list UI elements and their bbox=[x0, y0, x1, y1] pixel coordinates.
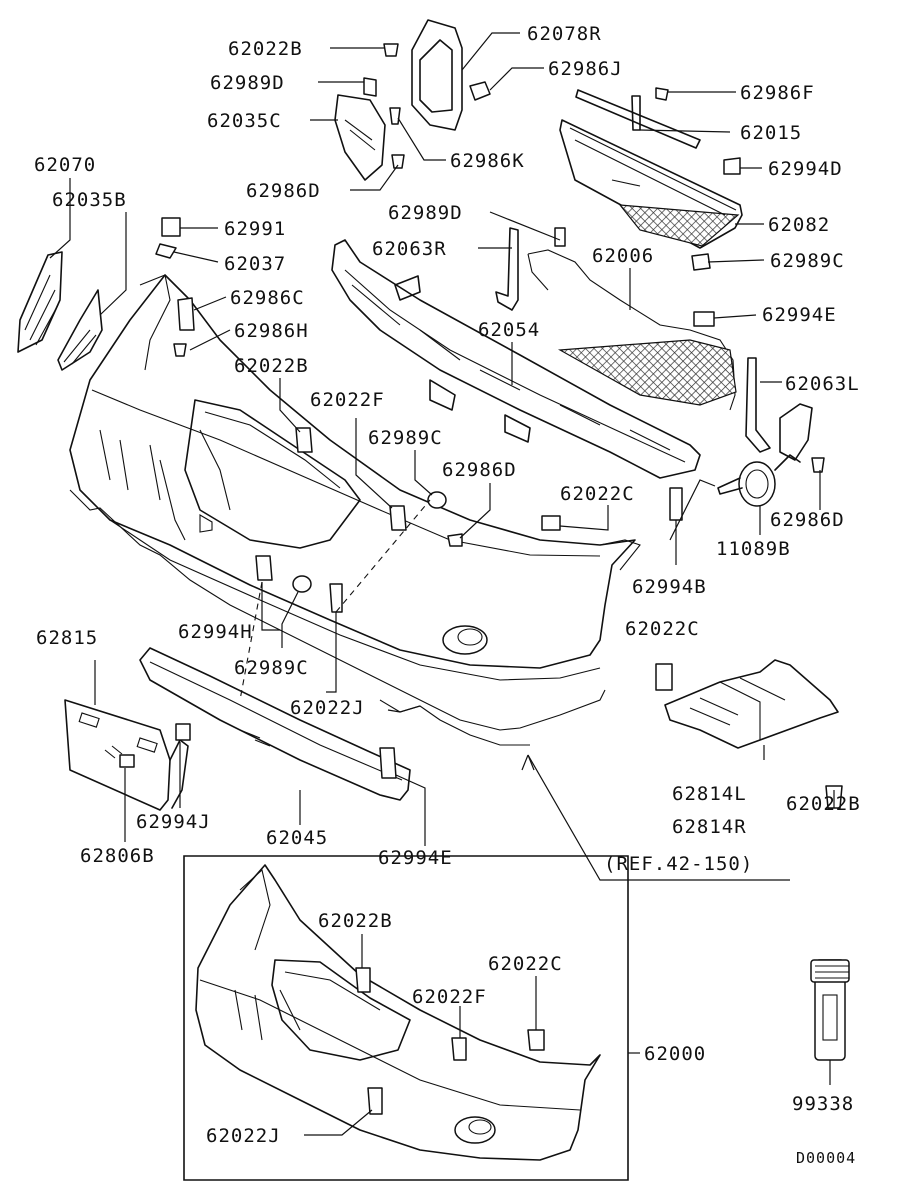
callout-62806b: 62806B bbox=[80, 845, 155, 867]
stiffener-62045 bbox=[139, 647, 411, 801]
callout-62986j: 62986J bbox=[548, 58, 623, 80]
side-bracket-62070 bbox=[17, 251, 63, 353]
bumper-fascia bbox=[69, 274, 641, 681]
callout-62022j: 62022J bbox=[290, 697, 365, 719]
callout-62994b: 62994B bbox=[632, 576, 707, 598]
callout-62989d-top: 62989D bbox=[210, 72, 285, 94]
callout-62015: 62015 bbox=[740, 122, 802, 144]
callout-62022j-inset: 62022J bbox=[206, 1125, 281, 1147]
callout-62022f: 62022F bbox=[310, 389, 385, 411]
grille-liner-62006 bbox=[527, 249, 737, 411]
callout-62006: 62006 bbox=[592, 245, 654, 267]
air-duct-62078r bbox=[411, 19, 463, 131]
license-bracket-62815 bbox=[64, 699, 189, 811]
callout-62989c-mid: 62989C bbox=[368, 427, 443, 449]
callout-62994e-low: 62994E bbox=[378, 847, 453, 869]
diagram-code: D00004 bbox=[796, 1149, 856, 1167]
callout-62022c-mid: 62022C bbox=[560, 483, 635, 505]
callout-62986d-top: 62986D bbox=[246, 180, 321, 202]
callout-11089b: 11089B bbox=[716, 538, 791, 560]
callout-62815: 62815 bbox=[36, 627, 98, 649]
callout-62045: 62045 bbox=[266, 827, 328, 849]
callout-99338: 99338 bbox=[792, 1093, 854, 1115]
callout-62022b-top: 62022B bbox=[228, 38, 303, 60]
callout-62022b-right: 62022B bbox=[786, 793, 861, 815]
dashed-guides bbox=[239, 499, 431, 701]
callout-62000: 62000 bbox=[644, 1043, 706, 1065]
side-bracket-62035b bbox=[57, 289, 103, 371]
bracket-62063r bbox=[495, 227, 519, 311]
callout-62070: 62070 bbox=[34, 154, 96, 176]
callout-62994j: 62994J bbox=[136, 811, 211, 833]
callout-62986h: 62986H bbox=[234, 320, 309, 342]
callout-62022c-inset: 62022C bbox=[488, 953, 563, 975]
grille-assembly bbox=[559, 89, 743, 249]
callout-62022b-inset: 62022B bbox=[318, 910, 393, 932]
bumper-reinforcement-62054 bbox=[331, 239, 701, 479]
callout-62991: 62991 bbox=[224, 218, 286, 240]
callout-62022f-inset: 62022F bbox=[412, 986, 487, 1008]
under-cover-62814 bbox=[664, 659, 839, 749]
callout-62986d-right: 62986D bbox=[770, 509, 845, 531]
bracket-62063l bbox=[745, 357, 771, 453]
callout-62063r: 62063R bbox=[372, 238, 447, 260]
callout-62082: 62082 bbox=[768, 214, 830, 236]
callout-62989c-low: 62989C bbox=[234, 657, 309, 679]
callout-62989c-right: 62989C bbox=[770, 250, 845, 272]
callout-62994e-right: 62994E bbox=[762, 304, 837, 326]
callout-62035c: 62035C bbox=[207, 110, 282, 132]
callout-labels: 62022B 62078R 62989D 62986J 62035C 62986… bbox=[34, 23, 861, 1167]
callout-ref-42-150: (REF.42-150) bbox=[604, 853, 753, 875]
fog-lamp-11089b bbox=[717, 403, 813, 507]
callout-62035b: 62035B bbox=[52, 189, 127, 211]
callout-62986f: 62986F bbox=[740, 82, 815, 104]
callout-62054: 62054 bbox=[478, 319, 540, 341]
callout-62078r: 62078R bbox=[527, 23, 602, 45]
callout-62063l: 62063L bbox=[785, 373, 860, 395]
callout-62994h: 62994H bbox=[178, 621, 253, 643]
callout-62989d-mid: 62989D bbox=[388, 202, 463, 224]
callout-62986d-mid: 62986D bbox=[442, 459, 517, 481]
fasteners bbox=[155, 43, 843, 809]
bracket-62035c bbox=[334, 94, 386, 181]
sealant-tube-99338 bbox=[810, 959, 850, 1085]
callout-62986c: 62986C bbox=[230, 287, 305, 309]
callout-62022b-mid: 62022B bbox=[234, 355, 309, 377]
callout-62022c-right: 62022C bbox=[625, 618, 700, 640]
callout-62814l: 62814L bbox=[672, 783, 747, 805]
callout-62986k: 62986K bbox=[450, 150, 525, 172]
callout-62994d: 62994D bbox=[768, 158, 843, 180]
callout-62814r: 62814R bbox=[672, 816, 747, 838]
callout-62037: 62037 bbox=[224, 253, 286, 275]
leader-lines bbox=[49, 32, 835, 881]
inset-assembly-62000 bbox=[183, 855, 640, 1181]
